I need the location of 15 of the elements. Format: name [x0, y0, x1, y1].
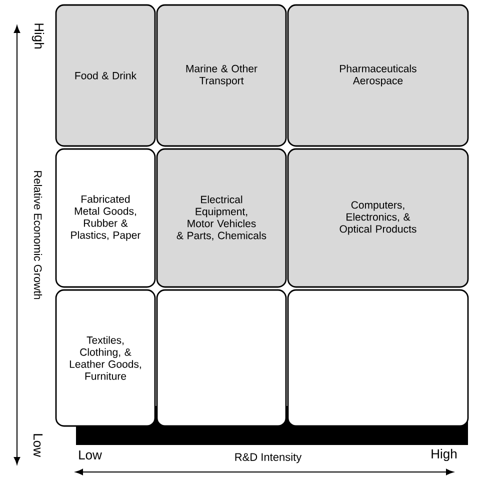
axis-label: High	[32, 24, 44, 49]
axis-label: Low	[79, 450, 102, 460]
axis-label: R&D Intensity	[235, 452, 302, 464]
axis-label: Low	[33, 434, 43, 457]
grid-cell: Food & Drink	[55, 4, 156, 147]
grid-cell: Textiles, Clothing, & Leather Goods, Furniture	[55, 289, 156, 427]
axis-label: Relative Economic Growth	[34, 171, 42, 300]
grid-cell: Pharmaceuticals Aerospace	[287, 4, 469, 147]
grid-cell: Fabricated Metal Goods, Rubber & Plastics, Paper	[55, 148, 156, 288]
grid-cell: Electrical Equipment, Motor Vehicles & Parts, Chemicals	[156, 148, 287, 288]
grid-cell: Marine & Other Transport	[156, 4, 287, 147]
grid-cell	[156, 289, 287, 427]
grid-cell	[287, 289, 469, 427]
grid-cell: Computers, Electronics, & Optical Products	[287, 148, 469, 288]
axis-label: High	[432, 448, 456, 462]
